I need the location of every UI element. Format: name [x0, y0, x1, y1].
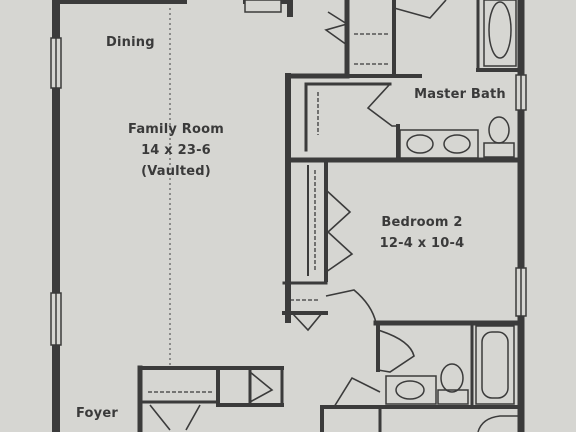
closet-rods — [148, 33, 388, 393]
family-room-name: Family Room — [128, 122, 224, 137]
hall-sink — [395, 380, 425, 400]
door-hall-bath — [377, 329, 415, 373]
door-linen — [291, 312, 323, 332]
room-label-bedroom-2: Bedroom 2 12-4 x 10-4 — [380, 212, 465, 254]
master-sink-left — [406, 134, 434, 154]
room-label-family-room: Family Room 14 x 23-6 (Vaulted) — [128, 119, 224, 182]
door-master-closet-a — [324, 11, 348, 46]
door-master-bath — [366, 83, 398, 127]
room-label-master-bath: Master Bath — [414, 84, 506, 105]
room-label-foyer: Foyer — [76, 403, 118, 424]
windows — [50, 0, 527, 346]
interior-walls — [137, 0, 524, 432]
foyer-name: Foyer — [76, 406, 118, 421]
door-master-closet-b — [393, 0, 447, 19]
hall-tub-basin — [481, 331, 509, 399]
dining-name: Dining — [106, 35, 155, 50]
master-toilet-bowl — [488, 116, 510, 144]
family-room-dimensions: 14 x 23-6 — [141, 143, 211, 158]
doors — [149, 0, 447, 431]
bedroom2-name: Bedroom 2 — [381, 215, 463, 230]
door-lower-hall — [333, 376, 381, 408]
lower-tub-edge — [477, 415, 518, 432]
master-sink-right — [443, 134, 471, 154]
hall-vanity — [385, 375, 437, 405]
hall-toilet-bowl — [440, 363, 464, 393]
master-vanity — [399, 129, 479, 159]
window-top — [244, 0, 282, 13]
door-foyer-closet — [149, 404, 201, 431]
hall-toilet-tank — [437, 389, 469, 405]
door-pantry — [249, 371, 274, 403]
bedroom2-dimensions: 12-4 x 10-4 — [379, 236, 465, 251]
room-label-dining: Dining — [106, 32, 155, 53]
family-room-note: (Vaulted) — [141, 164, 211, 179]
master-tub-basin — [488, 1, 512, 59]
fixtures — [385, 0, 518, 432]
door-bedroom2 — [325, 289, 377, 324]
door-bedroom2-closet — [325, 189, 354, 273]
master-bath-name: Master Bath — [414, 87, 506, 102]
